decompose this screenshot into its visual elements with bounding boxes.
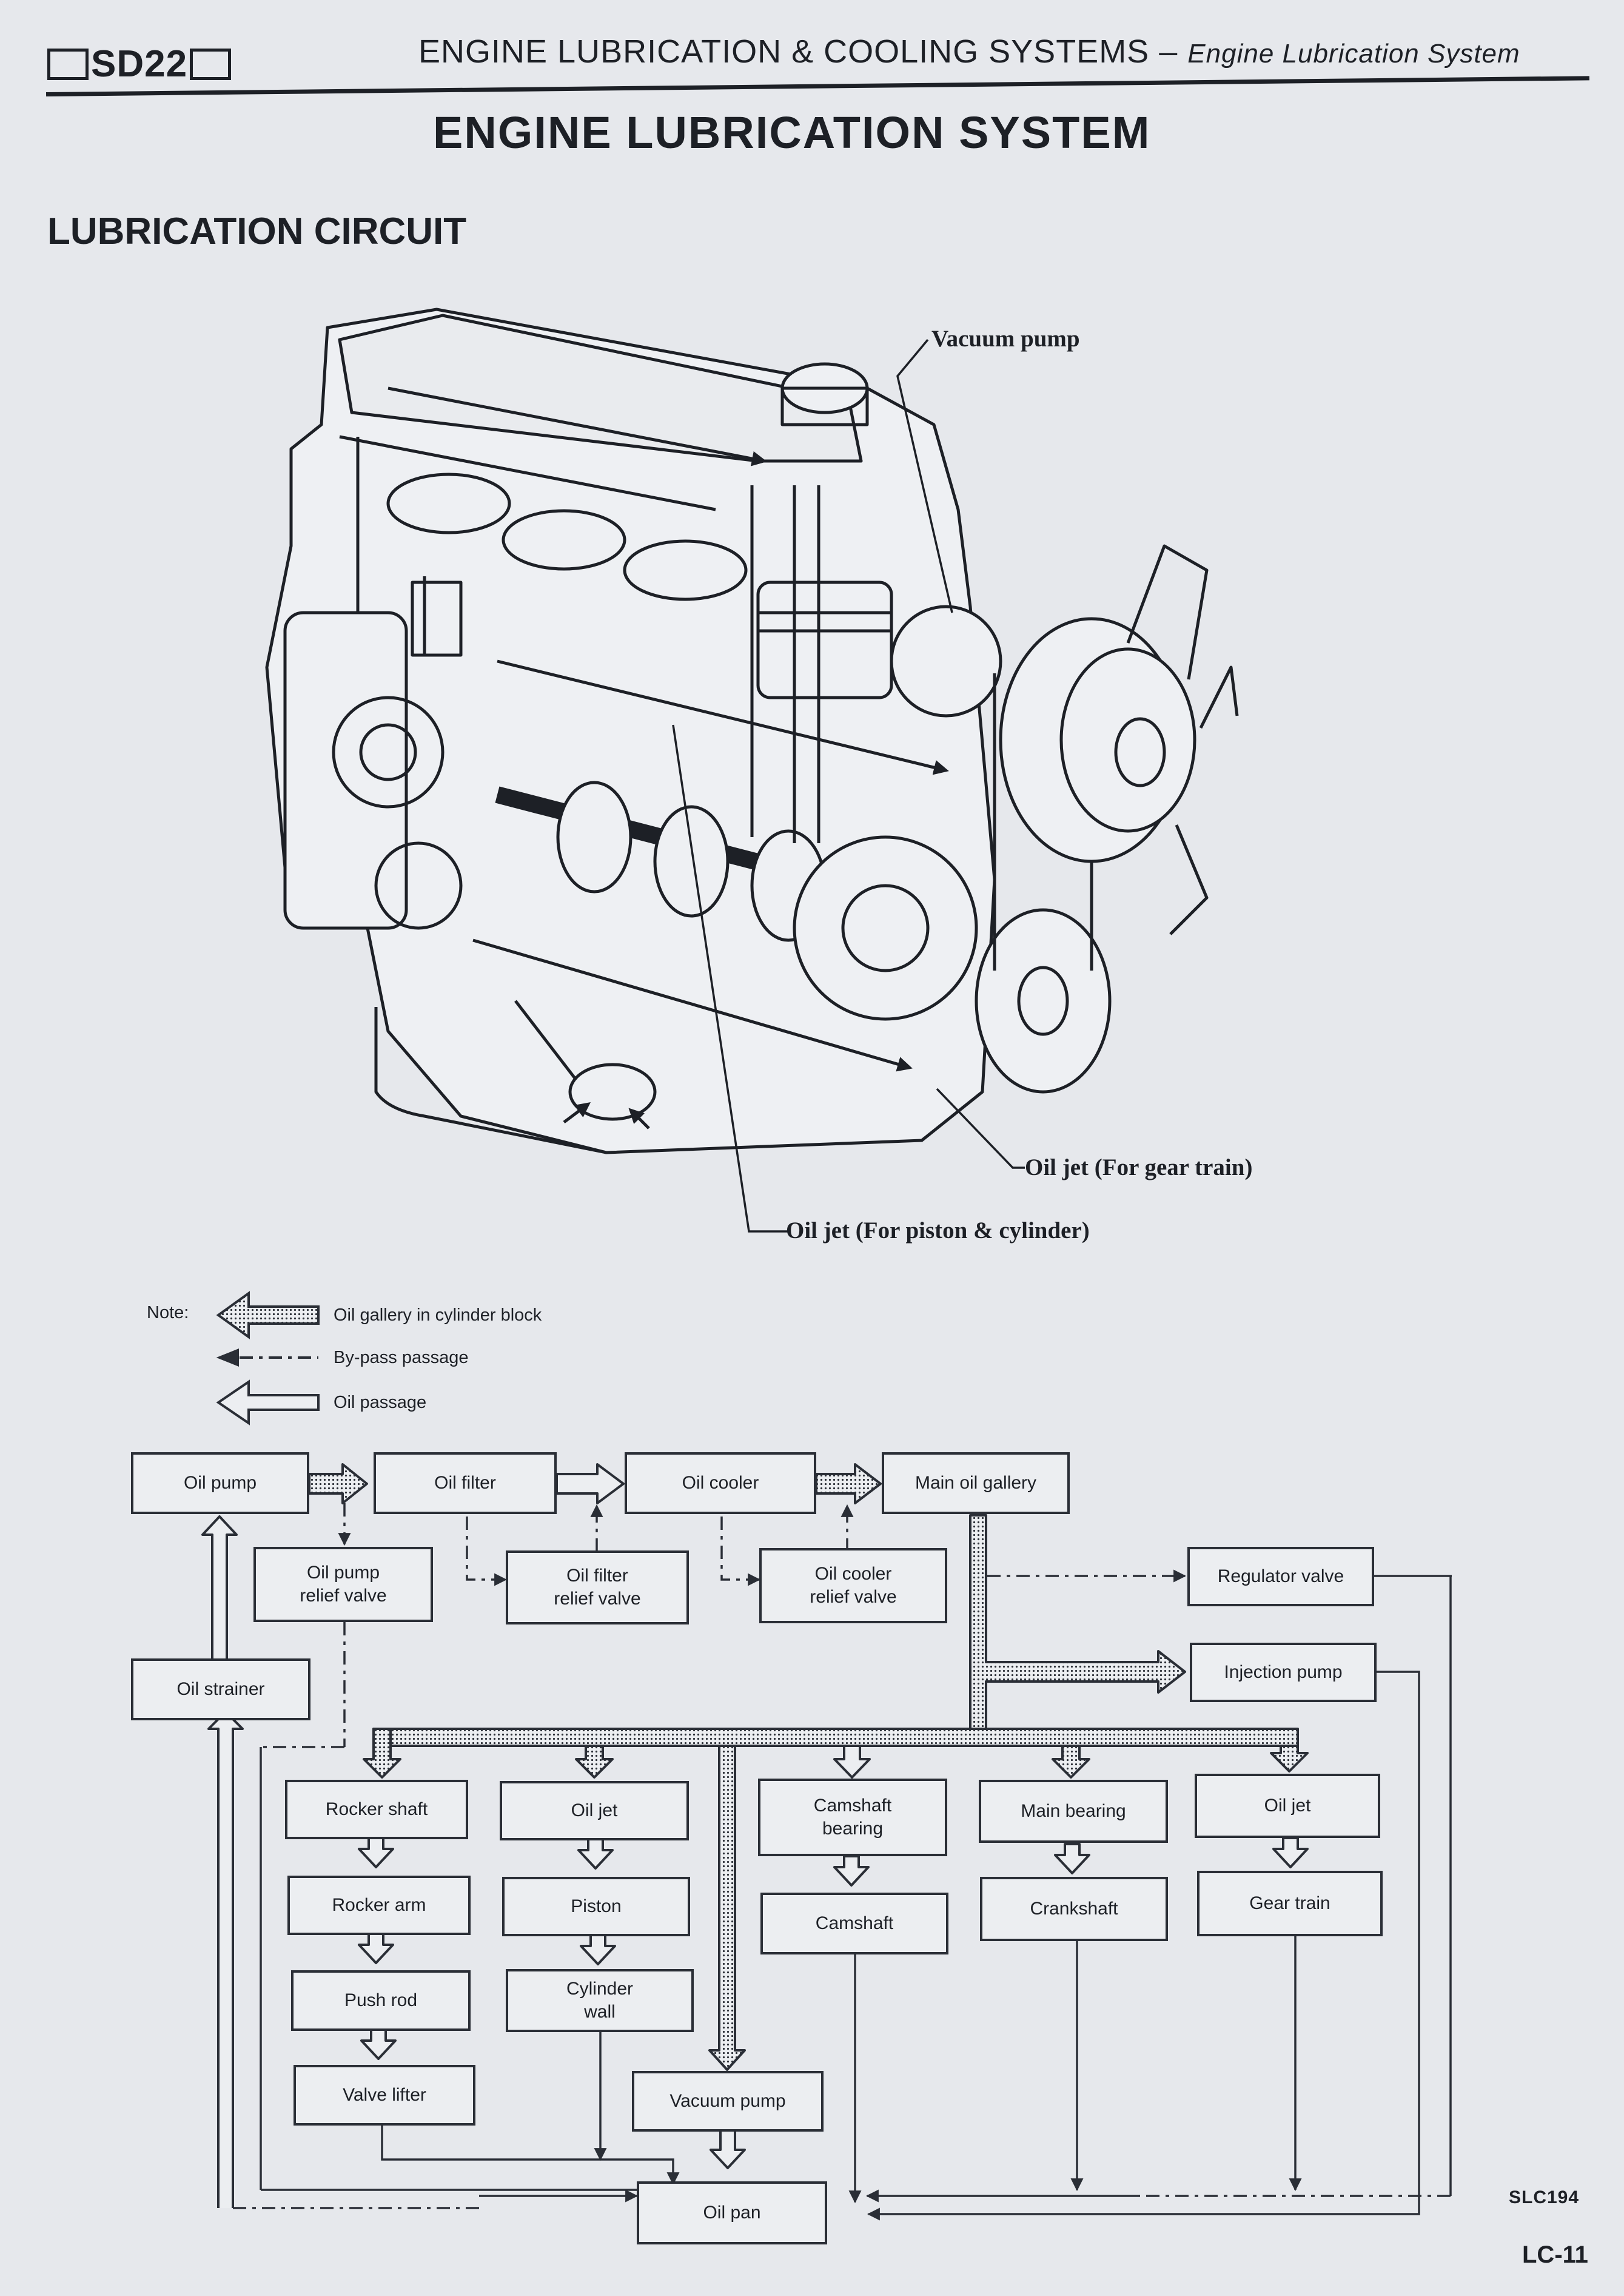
box-cylinder-wall: Cylinder wall: [506, 1969, 694, 2032]
box-camshaft: Camshaft: [760, 1893, 948, 1954]
legend-bypass-text: By-pass passage: [334, 1348, 469, 1367]
legend-bypass-arrow: [216, 1348, 318, 1367]
piston-jet-leader: [672, 724, 788, 1233]
box-oil-jet-piston: Oil jet: [500, 1781, 689, 1840]
box-regulator-valve: Regulator valve: [1187, 1547, 1374, 1606]
box-oil-filter: Oil filter: [374, 1452, 557, 1514]
box-valve-lifter: Valve lifter: [294, 2065, 475, 2126]
model-tag: SD22: [47, 40, 232, 86]
legend-symbols: [216, 1291, 320, 1426]
callout-vacuum-pump: Vacuum pump: [931, 326, 1080, 352]
gear-jet-leader: [936, 1088, 1025, 1169]
box-oil-pump-relief-valve: Oil pump relief valve: [253, 1547, 433, 1622]
legend-passage-text: Oil passage: [334, 1393, 427, 1412]
box-main-bearing: Main bearing: [979, 1780, 1168, 1843]
box-piston: Piston: [502, 1877, 690, 1936]
box-main-oil-gallery: Main oil gallery: [882, 1452, 1070, 1514]
box-oil-pump: Oil pump: [131, 1452, 309, 1514]
box-vacuum-pump: Vacuum pump: [632, 2071, 824, 2132]
running-header: ENGINE LUBRICATION & COOLING SYSTEMS – E…: [418, 33, 1520, 70]
box-rocker-arm: Rocker arm: [287, 1876, 471, 1935]
legend-passage-arrow: [216, 1379, 320, 1426]
model-box-left: [47, 48, 89, 80]
box-oil-cooler: Oil cooler: [625, 1452, 816, 1514]
page-number: LC-11: [1522, 2241, 1588, 2268]
box-oil-filter-relief-valve: Oil filter relief valve: [506, 1550, 689, 1624]
section-title: LUBRICATION CIRCUIT: [47, 210, 467, 252]
figure-code: SLC194: [1509, 2187, 1580, 2207]
box-rocker-shaft: Rocker shaft: [285, 1780, 468, 1839]
box-push-rod: Push rod: [291, 1970, 471, 2031]
box-camshaft-bearing: Camshaft bearing: [758, 1779, 947, 1856]
box-oil-cooler-relief-valve: Oil cooler relief valve: [759, 1548, 947, 1623]
model-code: SD22: [91, 43, 188, 86]
engine-illustration: [265, 308, 1239, 1233]
vacuum-pump-leader: [896, 338, 953, 613]
page-title: ENGINE LUBRICATION SYSTEM: [433, 107, 1151, 158]
subsection-name: Engine Lubrication System: [1187, 39, 1520, 69]
box-oil-jet-gear-train: Oil jet: [1195, 1774, 1380, 1838]
section-name: ENGINE LUBRICATION & COOLING SYSTEMS: [418, 33, 1150, 70]
box-oil-pan: Oil pan: [637, 2181, 827, 2244]
header-dash: –: [1159, 33, 1178, 70]
callout-oil-jet-piston: Oil jet (For piston & cylinder): [786, 1217, 1090, 1244]
box-oil-strainer: Oil strainer: [131, 1658, 310, 1720]
model-box-right: [190, 48, 232, 80]
box-injection-pump: Injection pump: [1190, 1643, 1377, 1702]
legend-gallery-text: Oil gallery in cylinder block: [334, 1305, 542, 1325]
box-gear-train: Gear train: [1197, 1871, 1383, 1936]
box-crankshaft: Crankshaft: [980, 1877, 1168, 1941]
legend-gallery-arrow: [216, 1291, 320, 1339]
callout-oil-jet-gear-train: Oil jet (For gear train): [1025, 1154, 1253, 1180]
legend-note: Note:: [147, 1303, 189, 1322]
